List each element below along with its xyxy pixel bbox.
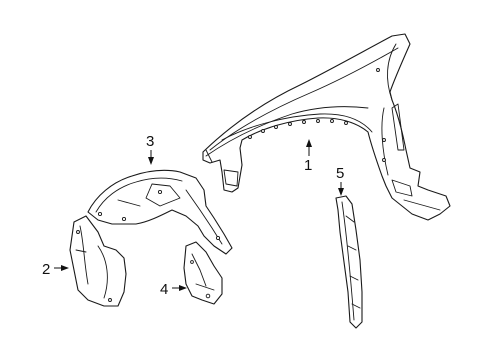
fender-seal-part bbox=[335, 195, 363, 329]
callout-4-label: 4 bbox=[160, 281, 168, 298]
callout-3-label: 3 bbox=[146, 133, 154, 150]
fender-part bbox=[202, 33, 451, 221]
splash-shield-part bbox=[183, 241, 223, 305]
callout-5-label: 5 bbox=[336, 165, 344, 182]
callout-5: 5 bbox=[336, 165, 344, 196]
callout-3: 3 bbox=[146, 133, 154, 165]
callout-1-label: 1 bbox=[304, 157, 312, 174]
callout-4: 4 bbox=[160, 281, 187, 298]
callout-2-label: 2 bbox=[42, 261, 50, 278]
wheelhouse-liner-part bbox=[87, 169, 233, 255]
callout-1: 1 bbox=[304, 139, 312, 174]
callout-2: 2 bbox=[42, 261, 69, 278]
lower-shield-part bbox=[69, 215, 127, 307]
